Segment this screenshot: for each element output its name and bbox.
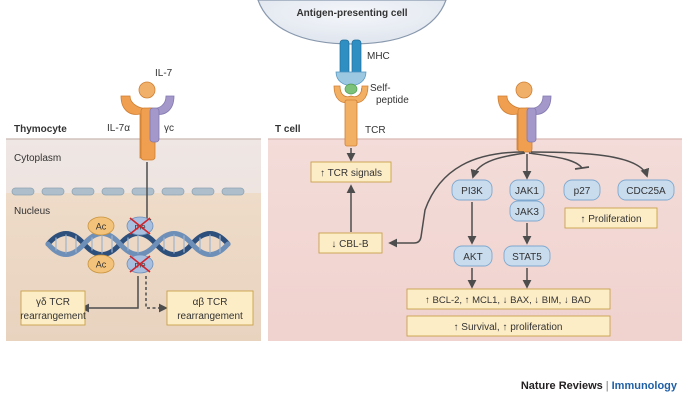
svg-text:↑ Survival, ↑ proliferation: ↑ Survival, ↑ proliferation [454, 322, 563, 333]
ab-outcome-arrow [145, 276, 168, 313]
methylation-mark-top: me [126, 216, 154, 236]
mhc-molecule [335, 39, 367, 86]
svg-text:↑ Proliferation: ↑ Proliferation [580, 214, 641, 225]
tcell-label: T cell [275, 124, 301, 135]
il7-ligand [515, 81, 533, 99]
svg-text:↑ TCR signals: ↑ TCR signals [320, 168, 382, 179]
self-peptide-label-line1: Self- [370, 83, 391, 94]
svg-text:JAK3: JAK3 [515, 207, 539, 218]
nucleus-label: Nucleus [14, 206, 50, 217]
svg-text:JAK1: JAK1 [515, 186, 539, 197]
svg-text:↓ CBL-B: ↓ CBL-B [331, 239, 369, 250]
il7-label: IL-7 [155, 68, 173, 79]
svg-text:p27: p27 [574, 186, 591, 197]
svg-text:STAT5: STAT5 [512, 252, 542, 263]
ab-rearrangement-box: αβ TCR rearrangement [166, 290, 254, 326]
svg-text:Ac: Ac [96, 260, 107, 270]
il7-alpha-label: IL-7α [107, 123, 130, 134]
gamma-c-label: γc [164, 123, 174, 134]
mhc-label: MHC [367, 51, 390, 62]
thymocyte-panel: Thymocyte Cytoplasm Nucleus IL-7 IL-7α γ… [6, 68, 261, 341]
svg-text:PI3K: PI3K [461, 186, 483, 197]
nuclear-envelope [11, 187, 245, 196]
survival-box: ↑ Survival, ↑ proliferation [406, 315, 611, 337]
signal-branches [388, 151, 650, 248]
jak3-node: JAK3 [509, 200, 545, 222]
cross-icon [129, 217, 151, 235]
il7-receptor [120, 81, 175, 161]
publisher-name: Nature Reviews [520, 380, 603, 392]
journal-credit: Nature Reviews|Immunology [520, 380, 677, 392]
self-peptide-icon [344, 83, 358, 95]
svg-text:↑ BCL-2, ↑ MCL1, ↓ BAX, ↓ BIM,: ↑ BCL-2, ↑ MCL1, ↓ BAX, ↓ BIM, ↓ BAD [425, 295, 591, 306]
gd-rearrangement-box: γδ TCR rearrangement [20, 290, 86, 326]
svg-text:AKT: AKT [463, 252, 482, 263]
akt-node: AKT [453, 245, 493, 267]
self-peptide-label-line2: peptide [376, 95, 409, 106]
journal-name: Immunology [611, 380, 677, 392]
p27-node: p27 [563, 179, 601, 201]
tcr-label: TCR [365, 125, 386, 136]
svg-text:CDC25A: CDC25A [626, 186, 666, 197]
stat5-node: STAT5 [503, 245, 551, 267]
gd-outcome-arrow [80, 276, 139, 313]
apc-label: Antigen-presenting cell [296, 8, 407, 19]
proliferation-box: ↑ Proliferation [564, 207, 658, 229]
thymocyte-label: Thymocyte [14, 124, 67, 135]
cblb-box: ↓ CBL-B [318, 232, 383, 254]
svg-text:γδ TCR: γδ TCR [36, 297, 70, 308]
pi3k-node: PI3K [451, 179, 493, 201]
cdc25a-node: CDC25A [617, 179, 675, 201]
bcl2-box: ↑ BCL-2, ↑ MCL1, ↓ BAX, ↓ BIM, ↓ BAD [406, 288, 611, 310]
svg-text:rearrangement: rearrangement [177, 311, 243, 322]
antigen-presenting-cell: Antigen-presenting cell [257, 0, 447, 45]
il7-ligand [138, 81, 156, 99]
cytoplasm-label: Cytoplasm [14, 153, 61, 164]
svg-text:rearrangement: rearrangement [20, 311, 86, 322]
jak1-node: JAK1 [509, 179, 545, 201]
methylation-mark-bottom: me [126, 254, 154, 274]
tcell-il7-receptor [497, 81, 552, 153]
cross-icon [129, 255, 151, 273]
acetylation-mark-top: Ac [87, 216, 115, 236]
svg-text:αβ TCR: αβ TCR [193, 297, 228, 308]
tcr-signals-box: ↑ TCR signals [310, 161, 392, 183]
tcell-panel: Antigen-presenting cell MHC Self- peptid… [257, 0, 682, 341]
acetylation-mark-bottom: Ac [87, 254, 115, 274]
tcr-receptor [333, 85, 369, 147]
svg-text:Ac: Ac [96, 222, 107, 232]
